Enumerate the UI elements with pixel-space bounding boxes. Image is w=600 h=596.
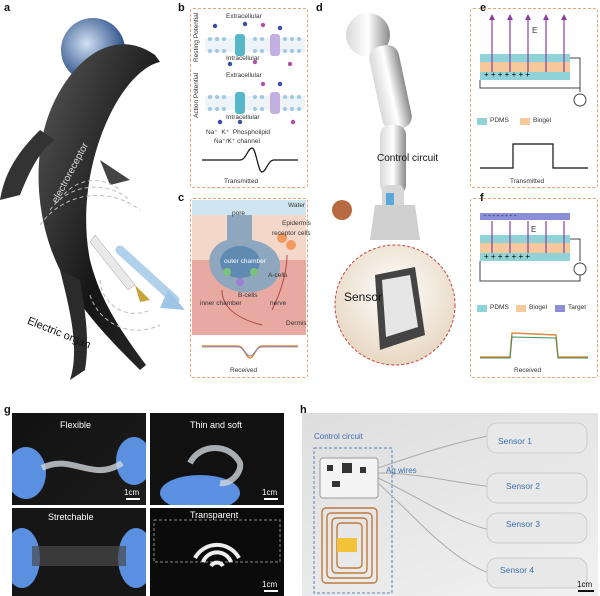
control-circuit-label-h: Control circuit [314,432,363,441]
biogel-swatch-f [516,305,526,312]
na-legend: Na⁺ [206,129,218,136]
intracellular-label-2: Intracellular [226,114,260,121]
scale-bar-g2 [264,498,278,500]
photo-flexible [12,413,146,505]
phospholipid-legend: Phospholipid [232,129,271,136]
nerve-label: nerve [270,300,287,307]
transmitted-label-b: Transmitted [224,178,259,185]
received-label-f: Received [514,367,542,374]
extracellular-label-2: Extracellular [226,72,262,79]
scale-label-h: 1cm [577,580,593,589]
field-label-f: E [531,225,537,234]
thin-soft-label: Thin and soft [190,420,243,430]
svg-text:+ + + + + + +: + + + + + + + [484,70,530,79]
water-label: Water [288,202,306,209]
pdms-swatch-f [477,305,487,312]
ag-wires-label: Ag wires [386,466,417,475]
transparent-label: Transparent [190,510,239,520]
scale-bar-h [578,590,594,592]
stretchable-label: Stretchable [48,512,94,522]
receptor-cells-label: receptor cells [272,230,311,237]
sensor-label-d: Sensor [344,290,383,304]
inner-chamber-label: inner chamber [200,300,242,307]
field-diagram-e: + + + + + + + [479,14,587,107]
transmitted-label-e: Transmitted [510,178,545,185]
outer-chamber-label: outer chamber [224,258,266,265]
biogel-label-e: Biogel [533,117,552,124]
field-diagram-f: - - - - - - - - + + + + + + + [479,213,587,282]
a-cells-label: A-cells [268,272,288,279]
dermis-label: Dermis [286,320,307,327]
panel-label-c: c [178,192,185,204]
received-waveform-f [480,332,588,359]
svg-text:+ + + + + + +: + + + + + + + [484,252,530,261]
target-swatch-f [555,305,565,312]
robotic-arm-illustration [332,13,456,366]
intracellular-label-1: Intracellular [226,55,260,62]
pdms-swatch-e [477,118,487,125]
pore-label: pore [232,210,246,217]
photo-stretchable [12,508,146,596]
sensor-2-label: Sensor 2 [506,481,541,491]
membrane-diagram [205,21,305,125]
electric-fish-illustration [0,18,185,380]
flexible-label: Flexible [60,420,92,430]
control-circuit-label-d: Control circuit [377,153,439,164]
transmitted-waveform-e [480,143,588,169]
biogel-label-f: Biogel [529,304,548,311]
sensor-1-label: Sensor 1 [498,436,533,446]
k-legend: K⁺ [221,129,230,136]
biogel-swatch-e [520,118,530,125]
scale-label-g3: 1cm [262,580,278,589]
panel-b-frame [190,8,308,188]
received-waveform-c [202,345,298,359]
epidermis-label: Epidermis [282,220,311,227]
target-label-f: Target [568,304,587,311]
panel-label-d: d [316,2,323,14]
panel-c-frame [190,198,308,378]
scale-label-g2: 1cm [262,488,278,497]
action-potential-label: Action Potential [193,72,200,118]
scale-label-g1: 1cm [124,488,140,497]
ion-legend-line-1: Na⁺ K⁺ Phospholipid [206,128,270,136]
panel-label-a: a [4,2,11,14]
received-label-c: Received [230,367,258,374]
b-cells-label: B-cells [238,292,258,299]
panel-e-frame [470,8,598,188]
resting-potential-label: Resting Potential [193,12,200,62]
transmitted-waveform-b [202,147,298,173]
panel-label-b: b [178,2,185,14]
pdms-label-f: PDMS [490,304,509,311]
panel-label-g: g [4,404,11,416]
photo-thin-soft [150,413,284,505]
photo-transparent [150,508,284,596]
panel-f-frame [470,198,598,378]
sensor-4-label: Sensor 4 [500,565,535,575]
electroreceptor-anatomy [192,200,306,335]
panel-label-h: h [300,404,307,416]
pdms-label-e: PDMS [490,117,509,124]
scale-bar-g3 [264,590,278,592]
photo-device-layout [302,413,598,596]
sensor-3-label: Sensor 3 [506,519,541,529]
field-label-e: E [532,26,538,35]
scale-bar-g1 [126,498,140,500]
svg-text:- - - - - - - -: - - - - - - - - [484,213,517,220]
extracellular-label-1: Extracellular [226,13,262,20]
channel-legend: Na⁺/K⁺ channel [214,138,260,145]
